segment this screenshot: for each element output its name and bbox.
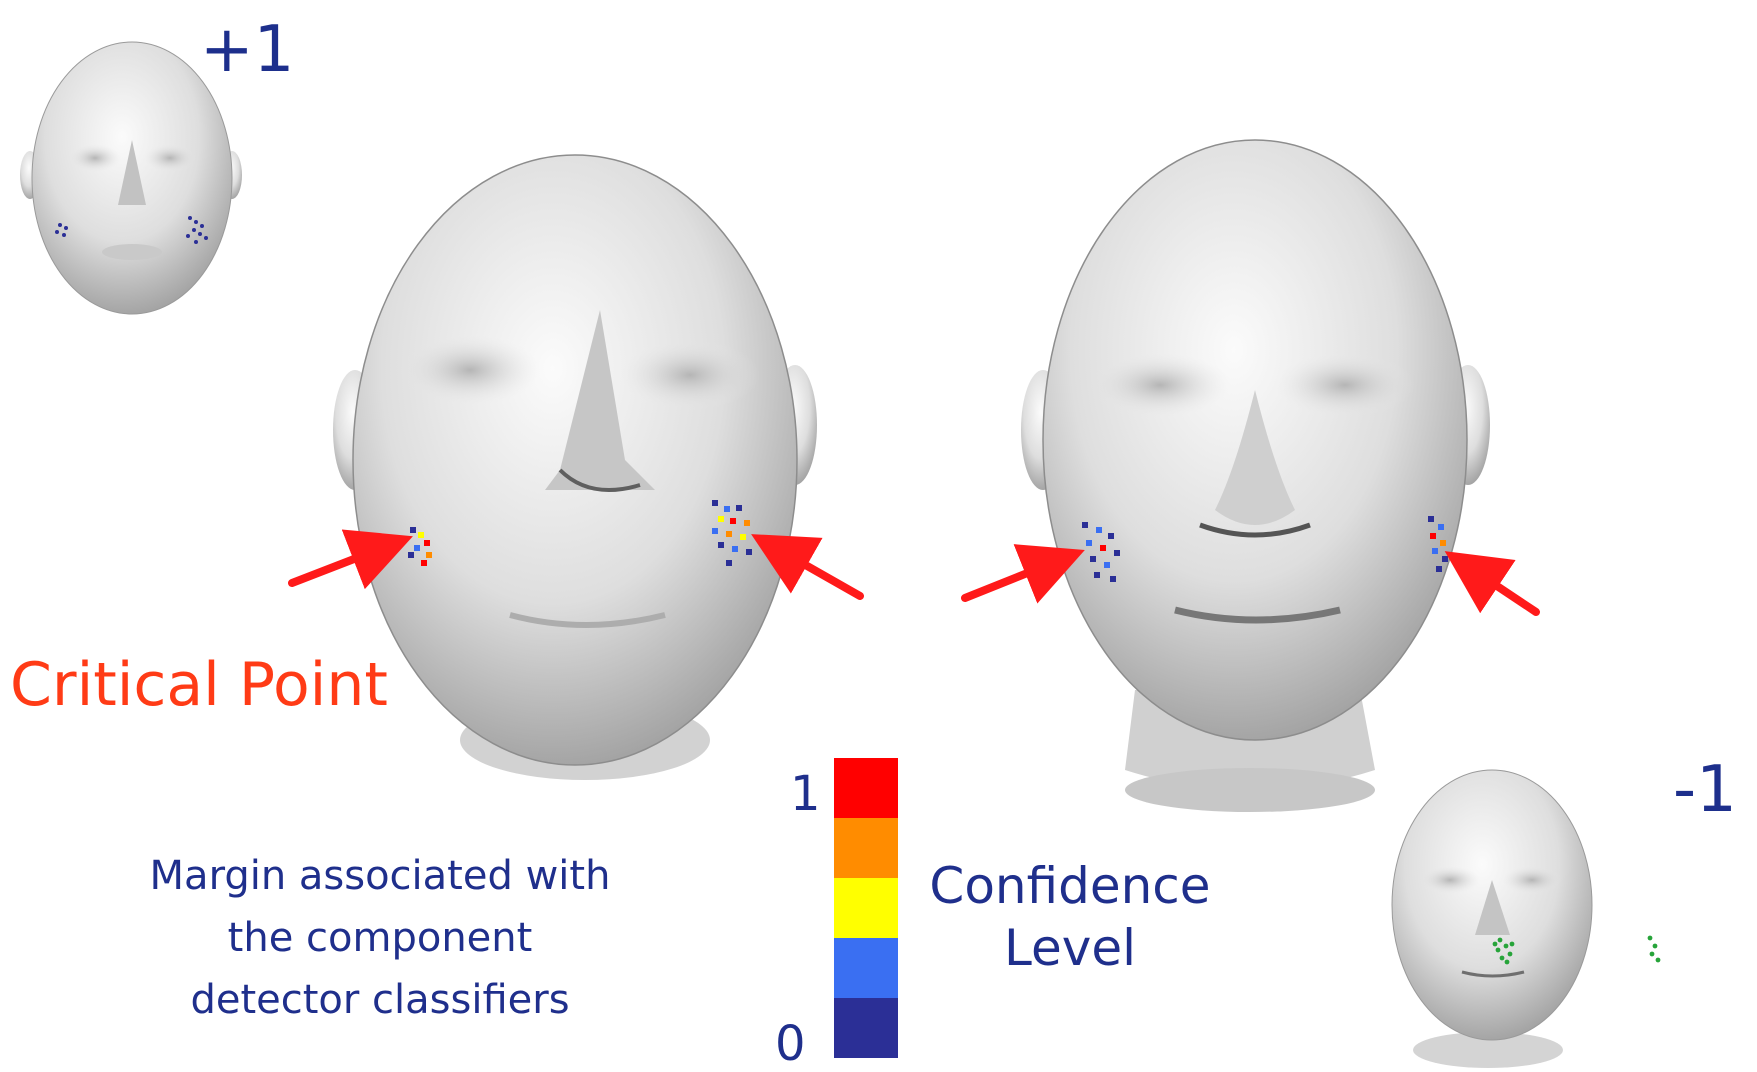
critical-point-label: Critical Point xyxy=(10,655,388,715)
confidence-colorbar xyxy=(834,758,898,1058)
colorbar-segment xyxy=(834,998,898,1058)
positive-label: +1 xyxy=(200,18,294,82)
colorbar-title: Confidence Level xyxy=(910,855,1230,979)
colorbar-max-label: 1 xyxy=(790,770,821,818)
arrow-3 xyxy=(965,556,1070,598)
colorbar-min-label: 0 xyxy=(775,1020,806,1068)
margin-description: Margin associated with the component det… xyxy=(140,845,620,1031)
small-face-negative xyxy=(1392,770,1592,1068)
colorbar-segment xyxy=(834,938,898,998)
large-face-left xyxy=(333,155,817,780)
colorbar-segment xyxy=(834,758,898,818)
arrow-4 xyxy=(1458,560,1536,612)
colorbar-segment xyxy=(834,878,898,938)
large-face-right xyxy=(1021,140,1490,812)
colorbar-segment xyxy=(834,818,898,878)
negative-label: -1 xyxy=(1673,758,1737,822)
